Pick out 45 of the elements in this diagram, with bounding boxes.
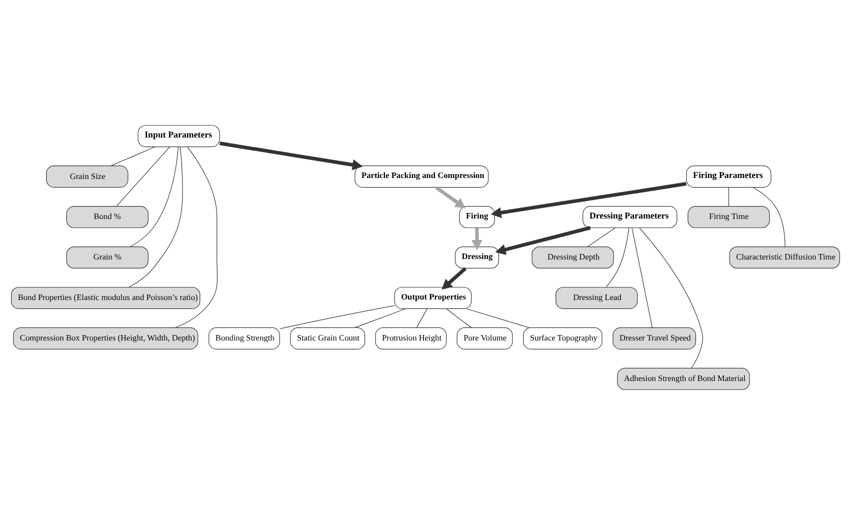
node-box: Dressing Parameters (582, 206, 678, 228)
arrow (442, 267, 467, 290)
node-box: Output Properties (394, 286, 472, 309)
arrow (490, 182, 687, 218)
node-box: Bond % (66, 206, 148, 228)
connector (175, 146, 218, 328)
node-box: Dressing Lead (556, 286, 638, 309)
node-box: Static Grain Count (290, 327, 366, 350)
arrow (495, 226, 591, 255)
connector (728, 187, 730, 206)
node-box: Bonding Strength (208, 327, 280, 350)
node-box: Firing Parameters (686, 166, 772, 188)
connector (632, 228, 653, 328)
connector (116, 146, 170, 206)
connector (416, 308, 428, 328)
node-box: Dressing Depth (532, 246, 614, 268)
connector (128, 146, 183, 288)
node-box: Grain Size (46, 166, 128, 188)
arrow (472, 228, 482, 250)
connector (446, 308, 472, 328)
node-box: Bond Properties (Elastic modulus and Poisson’s ratio) (11, 286, 200, 309)
node-box: Dresser Travel Speed (612, 327, 696, 350)
connector (354, 308, 406, 328)
node-box: Input Parameters (138, 125, 220, 148)
connector (639, 228, 703, 368)
connector (466, 308, 530, 328)
node-box: Grain % (66, 246, 148, 268)
node-box: Firing (459, 206, 495, 228)
node-box: Characteristic Diffusion Time (729, 246, 840, 268)
node-box: Surface Topography (523, 327, 602, 350)
arrow (435, 186, 466, 208)
connector (130, 146, 179, 248)
node-box: Pore Volume (456, 327, 513, 350)
connector (606, 228, 630, 288)
node-box: Dressing (454, 246, 499, 268)
connector (280, 305, 395, 330)
connector (110, 146, 156, 166)
connector (752, 187, 786, 247)
node-box: Compression Box Properties (Height, Width, Depth) (13, 327, 198, 350)
arrow (219, 142, 363, 170)
node-box: Particle Packing and Compression (354, 166, 489, 188)
node-box: Adhesion Strength of Bond Material (617, 368, 750, 390)
node-box: Firing Time (688, 206, 770, 228)
connector (587, 228, 616, 248)
node-box: Protrusion Height (375, 327, 447, 350)
